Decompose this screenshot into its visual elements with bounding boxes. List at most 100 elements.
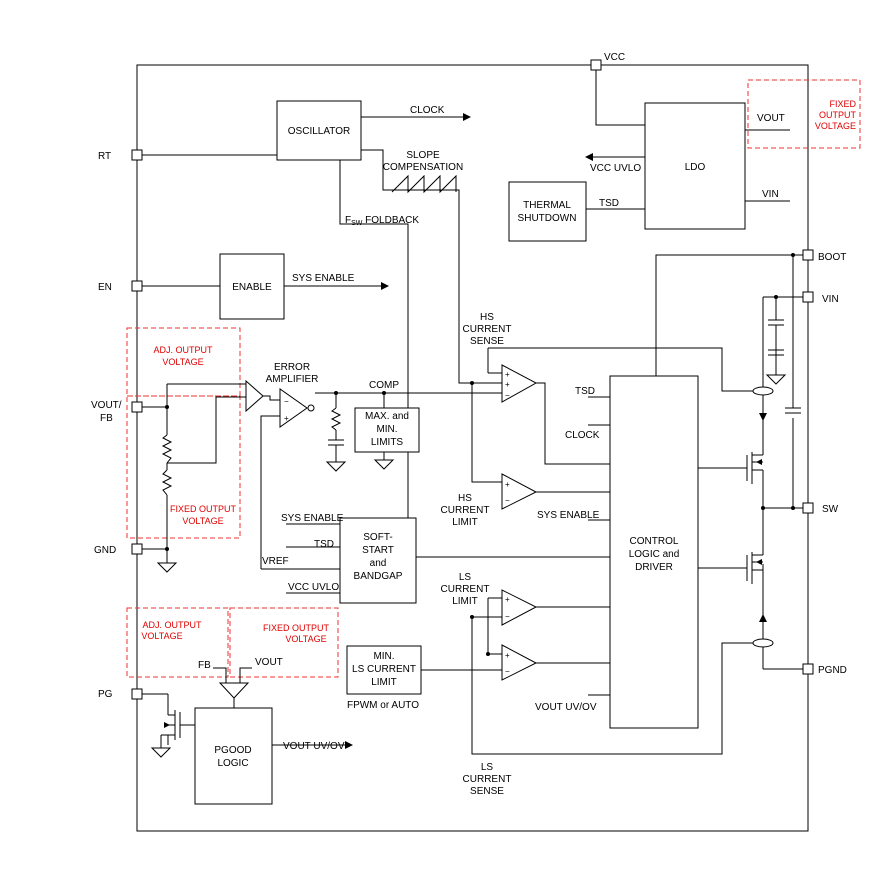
pin-vout-fb-label-2: FB: [100, 413, 113, 424]
softstart-label-2: START: [362, 545, 394, 556]
annotation-fixed-mid-1: FIXED OUTPUT: [170, 504, 237, 514]
control-label-2: LOGIC and: [629, 549, 680, 560]
vout-label-ldo: VOUT: [757, 113, 785, 124]
fsw-label: FSW FOLDBACK: [345, 215, 419, 227]
pin-vcc-label: VCC: [604, 52, 625, 63]
error-amp-label-1: ERROR: [274, 362, 310, 373]
ldo-label: LDO: [685, 162, 706, 173]
ls-limit-label-3: LIMIT: [452, 596, 478, 607]
fb-buffer: [245, 379, 264, 413]
hs-comp-plus-2: +: [505, 380, 510, 389]
softstart-label-4: BANDGAP: [354, 571, 403, 582]
pin-pgnd-label: PGND: [818, 665, 847, 676]
control-label-3: DRIVER: [635, 562, 673, 573]
hs-mosfet: [746, 448, 764, 484]
pg-comparator: [218, 682, 250, 699]
annotation-fixed-top-2: OUTPUT: [819, 110, 857, 120]
clock-label: CLOCK: [410, 105, 445, 116]
fsw-label-sub: SW: [351, 220, 363, 227]
pin-vout-fb-label-1: VOUT/: [91, 400, 122, 411]
fb-resistor-top: [161, 434, 173, 464]
hs-limit-comparator: + −: [501, 473, 538, 510]
minls-label-1: MIN.: [373, 651, 394, 662]
softstart-block: SOFT- START and BANDGAP: [339, 517, 417, 604]
annotation-adj-pg-1: ADJ. OUTPUT: [142, 620, 202, 630]
minls-label-2: LS CURRENT: [352, 664, 416, 675]
ls-limit-label-1: LS: [459, 572, 472, 583]
annotation-fixed-top-3: VOLTAGE: [815, 121, 856, 131]
hs-pwm-comparator: + + −: [501, 364, 538, 403]
hs-sense-label-1: HS: [480, 312, 494, 323]
pin-pg: PG: [98, 688, 143, 700]
annotation-fixed-mid-2: VOLTAGE: [182, 516, 223, 526]
sys-enable-label-top: SYS ENABLE: [292, 273, 355, 284]
hs-limit-label-3: LIMIT: [452, 517, 478, 528]
annotation-fixed-pg: FIXED OUTPUT VOLTAGE: [229, 607, 339, 678]
pin-boot-label: BOOT: [818, 252, 846, 263]
pin-vcc: VCC: [590, 52, 625, 71]
ls-sense-label-1: LS: [481, 762, 494, 773]
fb-label-pg: FB: [198, 660, 211, 671]
slope-label-2: COMPENSATION: [383, 162, 463, 173]
hs-comp-plus-1: +: [505, 370, 510, 379]
sys-enable-label-control: SYS ENABLE: [537, 510, 600, 521]
softstart-label-1: SOFT-: [363, 532, 392, 543]
comp-resistor: [330, 407, 342, 440]
vcc-uvlo-label-ss: VCC UVLO: [288, 582, 339, 593]
max-min-limits-block: MAX. and MIN. LIMITS: [354, 407, 420, 453]
comp-capacitor: [328, 439, 344, 462]
annotation-adj-1: ADJ. OUTPUT: [153, 345, 213, 355]
pin-en: EN: [98, 280, 143, 293]
control-logic-block: CONTROL LOGIC and DRIVER: [609, 375, 699, 729]
annotation-fixed-pg-1: FIXED OUTPUT: [263, 623, 330, 633]
wires: [142, 70, 803, 755]
error-amp-plus: +: [284, 414, 289, 423]
ls-min-plus: +: [505, 651, 510, 660]
pin-pgnd: PGND: [802, 663, 847, 676]
control-label-1: CONTROL: [630, 536, 679, 547]
tsd-label-ldo: TSD: [599, 198, 619, 209]
vout-label-pg: VOUT: [255, 657, 283, 668]
signal-labels: CLOCK SLOPE COMPENSATION FSW FOLDBACK SY…: [198, 105, 785, 797]
annotation-fixed-pg-2: VOLTAGE: [285, 634, 326, 644]
ls-limit-label-2: CURRENT: [441, 584, 490, 595]
pin-gnd-label: GND: [94, 545, 116, 556]
ls-limit-plus: +: [505, 595, 510, 604]
comp-label: COMP: [369, 380, 399, 391]
vref-label: VREF: [262, 556, 289, 567]
hs-sense-label-3: SENSE: [470, 336, 504, 347]
vout-uvov-label-control: VOUT UV/OV: [535, 702, 597, 713]
ls-min-comparator: + −: [501, 644, 538, 681]
enable-label: ENABLE: [232, 282, 272, 293]
fsw-label-foldback: FOLDBACK: [362, 215, 419, 226]
slope-compensation-sawtooth: [391, 174, 457, 194]
ls-mosfet: [746, 542, 764, 584]
min-ls-current-limit-block: MIN. LS CURRENT LIMIT: [346, 645, 422, 695]
current-sense-loops: [752, 386, 774, 648]
tsd-label-ss: TSD: [314, 539, 334, 550]
boot-capacitor: [785, 407, 801, 414]
pin-vout-fb: VOUT/ FB: [91, 400, 143, 424]
annotation-adj-pg-2: VOLTAGE: [141, 631, 182, 641]
fpwm-label: FPWM or AUTO: [347, 700, 419, 711]
pin-boot: BOOT: [802, 249, 846, 263]
clock-label-control: CLOCK: [565, 430, 600, 441]
thermal-label-1: THERMAL: [523, 200, 571, 211]
thermal-label-2: SHUTDOWN: [518, 213, 577, 224]
vcc-uvlo-label-ldo: VCC UVLO: [590, 163, 641, 174]
sys-enable-label-ss: SYS ENABLE: [281, 513, 344, 524]
annotation-fixed-top: FIXED OUTPUT VOLTAGE: [747, 79, 861, 149]
ground-symbols: [150, 374, 787, 758]
ldo-block: LDO: [644, 102, 746, 230]
softstart-label-3: and: [370, 558, 387, 569]
annotation-fixed-top-1: FIXED: [829, 99, 856, 109]
annotation-adj-2: VOLTAGE: [162, 357, 203, 367]
oscillator-label: OSCILLATOR: [288, 126, 350, 137]
error-amplifier: − +: [279, 388, 315, 428]
junctions: [165, 253, 795, 656]
ls-limit-minus: −: [505, 612, 510, 621]
pgood-label-2: LOGIC: [217, 758, 248, 769]
maxmin-label-3: LIMITS: [371, 437, 404, 448]
pin-gnd: GND: [94, 543, 143, 556]
